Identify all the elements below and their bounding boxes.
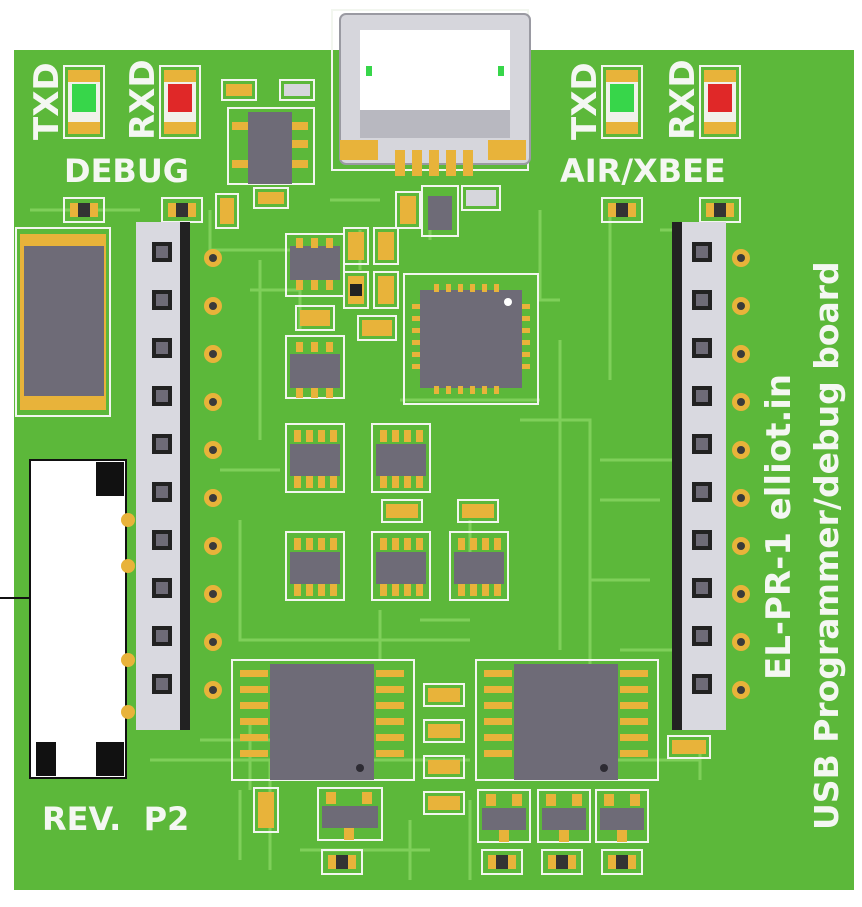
left-through-hole-drill xyxy=(209,638,217,646)
right-through-hole-drill xyxy=(737,302,745,310)
header-pins xyxy=(152,242,750,699)
sot-chips xyxy=(285,233,509,601)
left-header-pin-core xyxy=(156,678,168,690)
right-header-pin-core xyxy=(696,534,708,546)
debug-txd-label: TXD xyxy=(27,62,67,140)
left-through-hole-drill xyxy=(209,302,217,310)
right-header-pin-core xyxy=(696,438,708,450)
right-header-pin-core xyxy=(696,342,708,354)
left-through-hole-drill xyxy=(209,590,217,598)
usb-uart-qfn-chip xyxy=(403,273,539,405)
right-through-hole-drill xyxy=(737,542,745,550)
debug-rxd-led xyxy=(159,65,201,139)
right-through-hole-drill xyxy=(737,590,745,598)
right-header-pin-core xyxy=(696,678,708,690)
left-header-pin-core xyxy=(156,342,168,354)
air-rxd-led xyxy=(699,65,741,139)
left-through-hole-drill xyxy=(209,254,217,262)
left-header-pin-core xyxy=(156,486,168,498)
left-header-pin-core xyxy=(156,630,168,642)
soic-chip-left xyxy=(231,659,415,781)
right-header-pin-core xyxy=(696,294,708,306)
left-header-pin-core xyxy=(156,534,168,546)
debug-rxd-label: RXD xyxy=(123,59,163,140)
right-header-pin-core xyxy=(696,582,708,594)
left-header-pin-core xyxy=(156,438,168,450)
right-header-pin-core xyxy=(696,630,708,642)
left-header-pin-core xyxy=(156,294,168,306)
board-title-line2: USB Programmer/debug board xyxy=(807,261,846,830)
left-header-pin-core xyxy=(156,390,168,402)
debug-txd-led xyxy=(63,65,105,139)
right-through-hole-drill xyxy=(737,254,745,262)
air-xbee-label: AIR/XBEE xyxy=(560,152,726,190)
crystal-oscillator xyxy=(15,227,111,417)
slide-switch xyxy=(0,459,135,779)
board-title-line1: EL-PR-1 elliot.in xyxy=(759,374,799,680)
left-header-pin-core xyxy=(156,246,168,258)
right-through-hole-drill xyxy=(737,350,745,358)
right-header-pin-core xyxy=(696,486,708,498)
right-through-hole-drill xyxy=(737,446,745,454)
right-through-hole-drill xyxy=(737,398,745,406)
left-through-hole-drill xyxy=(209,542,217,550)
right-through-hole-drill xyxy=(737,638,745,646)
left-through-hole-drill xyxy=(209,350,217,358)
right-header-pin-core xyxy=(696,246,708,258)
right-header-pin-core xyxy=(696,390,708,402)
right-through-hole-drill xyxy=(737,686,745,694)
air-txd-label: TXD xyxy=(565,62,605,140)
left-through-hole-drill xyxy=(209,398,217,406)
left-through-hole-drill xyxy=(209,446,217,454)
air-rxd-label: RXD xyxy=(663,59,703,140)
debug-label: DEBUG xyxy=(64,152,189,190)
left-header-pin-core xyxy=(156,582,168,594)
silkscreen-labels: TXD RXD DEBUG TXD RXD AIR/XBEE EL-PR-1 e… xyxy=(27,59,846,838)
right-through-hole-drill xyxy=(737,494,745,502)
bottom-transistors xyxy=(317,787,649,843)
micro-usb-connector xyxy=(331,9,531,176)
left-through-hole-drill xyxy=(209,686,217,694)
voltage-regulator xyxy=(227,107,315,185)
air-txd-led xyxy=(601,65,643,139)
revision-label: REV. P2 xyxy=(42,800,189,838)
soic-chip-right xyxy=(475,659,659,781)
smd-passives xyxy=(63,79,741,875)
left-through-hole-drill xyxy=(209,494,217,502)
